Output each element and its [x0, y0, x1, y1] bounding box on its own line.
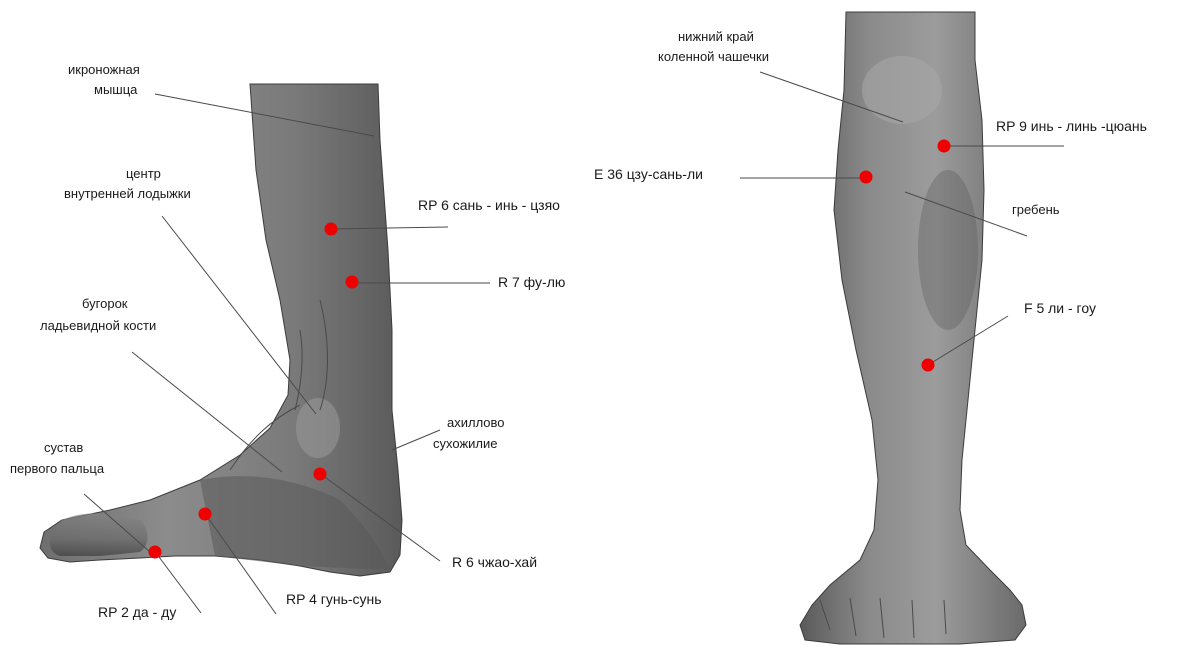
- point-rp6: [325, 223, 338, 236]
- right-leg-illustration: [800, 12, 1026, 644]
- point-rp9: [938, 140, 951, 153]
- point-f5: [922, 359, 935, 372]
- label-e36: Е 36 цзу-сань-ли: [594, 166, 703, 182]
- label-rp9: RP 9 инь - линь -цюань: [996, 118, 1147, 134]
- label-f5: F 5 ли - гоу: [1024, 300, 1096, 316]
- label-calf-muscle-line1: икроножная: [68, 62, 140, 77]
- label-rp2: RP 2 да - ду: [98, 604, 176, 620]
- label-achilles-line1: ахиллово: [447, 415, 505, 430]
- point-e36: [860, 171, 873, 184]
- point-rp2: [149, 546, 162, 559]
- label-r7: R 7 фу-лю: [498, 274, 565, 290]
- label-first-toe-line1: сустав: [44, 440, 83, 455]
- label-r6: R 6 чжао-хай: [452, 554, 537, 570]
- label-navicular-line1: бугорок: [82, 296, 128, 311]
- point-r6: [314, 468, 327, 481]
- label-malleolus-line1: центр: [126, 166, 161, 181]
- point-r7: [346, 276, 359, 289]
- label-calf-muscle-line2: мышца: [94, 82, 138, 97]
- label-first-toe-line2: первого пальца: [10, 461, 105, 476]
- label-malleolus-line2: внутренней лодыжки: [64, 186, 191, 201]
- label-achilles-line2: сухожилие: [433, 436, 497, 451]
- label-rp6: RP 6 сань - инь - цзяо: [418, 197, 560, 213]
- label-rp4: RP 4 гунь-сунь: [286, 591, 382, 607]
- point-rp4: [199, 508, 212, 521]
- label-crest: гребень: [1012, 202, 1060, 217]
- label-navicular-line2: ладьевидной кости: [40, 318, 156, 333]
- label-patella-line1: нижний край: [678, 29, 754, 44]
- label-patella-line2: коленной чашечки: [658, 49, 769, 64]
